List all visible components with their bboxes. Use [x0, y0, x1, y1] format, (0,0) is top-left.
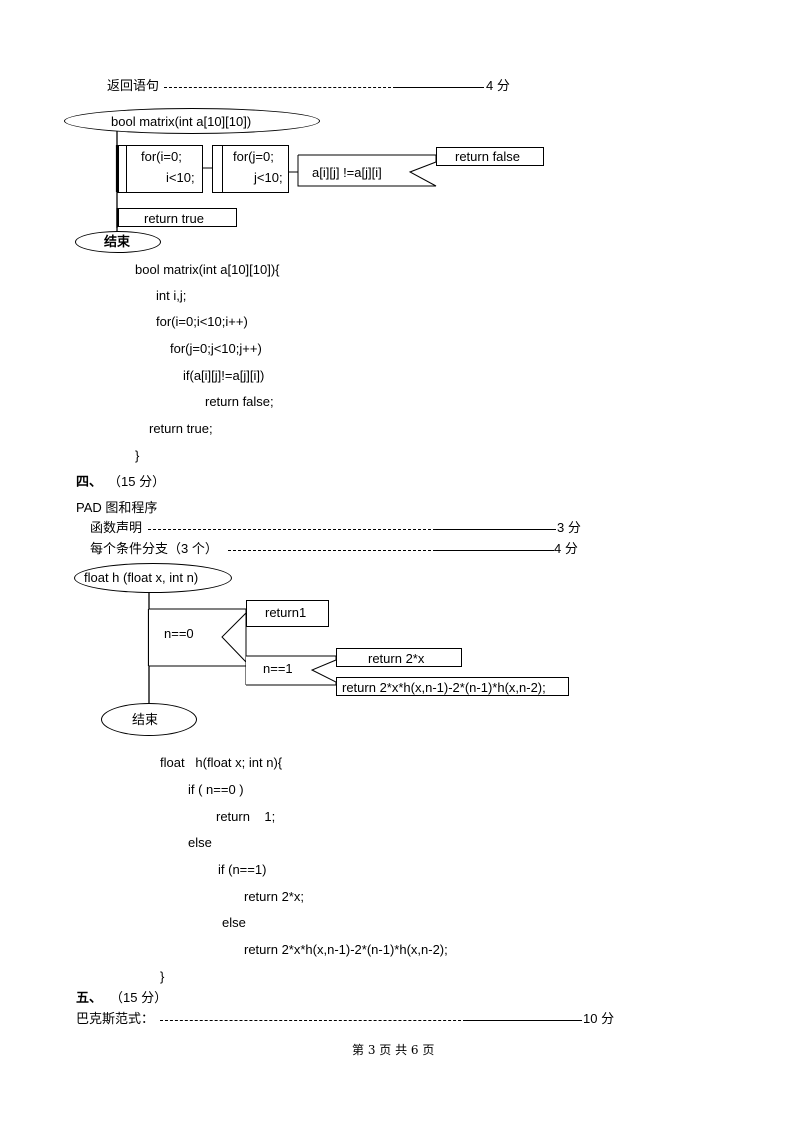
code2-line-1: float h(float x; int n){ — [160, 755, 283, 770]
pad1-function-label: bool matrix(int a[10][10]) — [111, 114, 252, 129]
dashed-leader — [228, 550, 436, 551]
code2-line-6: return 2*x; — [244, 889, 304, 904]
code1-line-3: for(i=0;i<10;i++) — [156, 314, 248, 329]
pad1-return-false-label: return false — [455, 149, 521, 164]
section4-points: （15 分） — [108, 474, 166, 489]
section5-score: 10 分 — [583, 1011, 615, 1026]
pad1-loop-j-box — [212, 145, 289, 193]
section4-item2-label: 每个条件分支（3 个） — [90, 541, 218, 556]
pad1-return-true-label: return true — [144, 211, 204, 226]
pad2-return-recursive-label: return 2*x*h(x,n-1)-2*(n-1)*h(x,n-2); — [342, 680, 546, 695]
solid-leader — [396, 87, 484, 88]
dashed-leader — [164, 87, 396, 88]
pad1-return-false-box — [436, 147, 544, 166]
pad1-loop-i-bar — [126, 145, 127, 193]
solid-leader — [436, 550, 554, 551]
code1-line-2: int i,j; — [156, 288, 187, 303]
code2-line-7: else — [222, 915, 246, 930]
dashed-leader — [160, 1020, 466, 1021]
code2-line-4: else — [188, 835, 212, 850]
pad1-loop-j-text-a: for(j=0; — [233, 149, 274, 164]
pad1-loop-i-box — [117, 145, 203, 193]
section4-item1-score: 3 分 — [557, 520, 581, 535]
pad1-end-ellipse — [75, 231, 161, 253]
dashed-leader — [148, 529, 436, 530]
code2-line-9: } — [160, 969, 165, 984]
pad2-return-2x-box — [336, 648, 462, 667]
pad1-end-label: 结束 — [104, 234, 131, 249]
pad2-end-label: 结束 — [132, 712, 159, 727]
pad2-function-ellipse — [74, 563, 232, 593]
pad1-condition-label: a[i][j] !=a[j][i] — [312, 165, 382, 180]
solid-leader — [436, 529, 556, 530]
code1-line-8: } — [135, 448, 140, 463]
code1-line-7: return true; — [149, 421, 213, 436]
code2-line-5: if (n==1) — [218, 862, 267, 877]
section4-heading: 四、 — [76, 474, 103, 489]
pad2-cond0-label: n==0 — [164, 626, 194, 641]
section5-heading: 五、 — [76, 990, 103, 1005]
code1-line-5: if(a[i][j]!=a[j][i]) — [183, 368, 265, 383]
section4-title: PAD 图和程序 — [76, 500, 158, 515]
pad1-function-ellipse — [64, 108, 320, 134]
pad1-loop-i-text-b: i<10; — [166, 170, 195, 185]
pad2-return1-box — [246, 600, 329, 627]
code2-line-8: return 2*x*h(x,n-1)-2*(n-1)*h(x,n-2); — [244, 942, 448, 957]
section5-label: 巴克斯范式： — [76, 1011, 155, 1026]
code1-line-6: return false; — [205, 394, 274, 409]
pad1-loop-j-bar — [222, 145, 223, 193]
section4-item1-label: 函数声明 — [90, 520, 143, 535]
page-footer: 第 3 页 共 6 页 — [352, 1043, 435, 1057]
pad1-return-true-box — [117, 208, 237, 227]
code1-line-4: for(j=0;j<10;j++) — [170, 341, 262, 356]
section5-points: （15 分） — [110, 990, 168, 1005]
pad2-return-2x-label: return 2*x — [368, 651, 425, 666]
pad1-loop-j-text-b: j<10; — [254, 170, 283, 185]
pad2-return1-label: return1 — [265, 605, 307, 620]
scoring-label-return: 返回语句 — [107, 78, 160, 93]
pad2-function-label: float h (float x, int n) — [84, 570, 199, 585]
solid-leader — [466, 1020, 582, 1021]
pad2-cond1-label: n==1 — [263, 661, 293, 676]
code2-line-3: return 1; — [216, 809, 276, 824]
pad2-end-ellipse — [101, 703, 197, 736]
pad1-loop-i-text-a: for(i=0; — [141, 149, 182, 164]
code2-line-2: if ( n==0 ) — [188, 782, 244, 797]
scoring-value-return: 4 分 — [486, 78, 510, 93]
section4-item2-score: 4 分 — [554, 541, 578, 556]
pad2-return-recursive-box — [336, 677, 569, 696]
code1-line-1: bool matrix(int a[10][10]){ — [135, 262, 280, 277]
